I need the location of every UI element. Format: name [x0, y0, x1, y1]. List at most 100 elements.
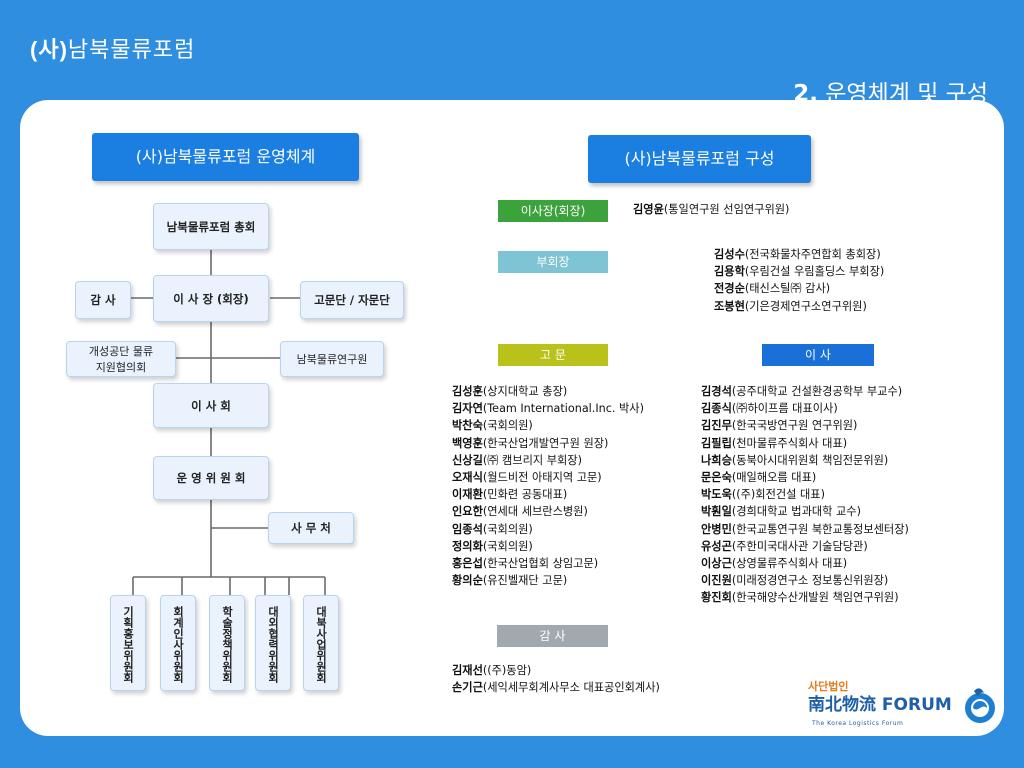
advisor-role: (㈜ 캠브리지 부회장) — [482, 453, 582, 467]
advisor-name: 백영훈 — [452, 436, 483, 450]
advisor-role: (상지대학교 총장) — [482, 385, 568, 398]
advisor-role: (한국산업개발연구원 원장) — [482, 436, 609, 450]
advisor-role: (국회의원) — [482, 419, 533, 433]
advisor-entry: 정의화(국회의원) — [452, 538, 644, 555]
auditor-name: 김재선 — [452, 664, 483, 677]
advisor-entry: 인요한(연세대 세브란스병원) — [452, 503, 644, 520]
sub-committee-1: 기획홍보위원회 — [110, 595, 146, 691]
director-name: 이진원 — [701, 574, 732, 588]
sub-committee-3: 학술정책위원회 — [209, 595, 245, 691]
director-entry: 문은숙(매일해오름 대표) — [701, 469, 909, 486]
advisor-name: 황의순 — [452, 574, 483, 588]
advisor-name: 박찬숙 — [452, 419, 483, 433]
vice-role: (전국화물차주연합회 총회장) — [744, 248, 881, 261]
chairman-role: (통일연구원 선임연구위원) — [663, 203, 790, 216]
vice-list: 김성수(전국화물차주연합회 총회장)김용학(우림건설 우림홀딩스 부회장)전경순… — [714, 246, 884, 315]
director-name: 황진회 — [701, 591, 732, 605]
director-name: 김경석 — [701, 385, 732, 398]
director-entry: 이상근(상영물류주식회사 대표) — [701, 555, 909, 572]
vice-role: (우림건설 우림홀딩스 부회장) — [744, 265, 885, 279]
advisor-entry: 김자연(Team International.Inc. 박사) — [452, 400, 644, 417]
logo-line2-forum: FORUM — [881, 695, 952, 715]
advisor-entry: 황의순(유진벨재단 고문) — [452, 572, 644, 589]
director-entry: 박훤일(경희대학교 법과대학 교수) — [701, 503, 909, 520]
advisor-name: 인요한 — [452, 505, 483, 519]
advisor-entry: 김성훈(상지대학교 총장) — [452, 383, 644, 400]
advisor-entry: 박찬숙(국회의원) — [452, 417, 644, 434]
auditor-list: 김재선((주)동암) 손기근(세익세무회계사무소 대표공인회계사) — [452, 662, 660, 696]
advisor-role: (국회의원) — [482, 522, 533, 536]
advisor-name: 홍은섭 — [452, 557, 483, 571]
logo-line3: The Korea Logistics Forum — [812, 720, 904, 727]
left-section-header: (사)남북물류포럼 운영체계 — [92, 133, 359, 181]
director-name: 박훤일 — [701, 505, 732, 519]
advisor-role: (국회의원) — [482, 539, 533, 553]
director-entry: 김필립(천마물류주식회사 대표) — [701, 435, 909, 452]
director-entry: 김진무(한국국방연구원 연구위원) — [701, 417, 909, 434]
chairman-box: 이 사 장 (회장) — [153, 275, 269, 322]
institute-box: 남북물류연구원 — [280, 341, 384, 377]
vice-entry: 조봉현(기은경제연구소연구위원) — [714, 298, 884, 315]
advisor-role: (유진벨재단 고문) — [482, 574, 568, 588]
director-name: 안병민 — [701, 522, 732, 536]
director-entry: 황진회(한국해양수산개발원 책임연구위원) — [701, 589, 909, 606]
vice-name: 조봉현 — [714, 299, 745, 313]
advisor-entry: 백영훈(한국산업개발연구원 원장) — [452, 435, 644, 452]
advisor-name: 임종석 — [452, 522, 483, 536]
advisor-entry: 이재환(민화련 공동대표) — [452, 486, 644, 503]
director-name: 박도욱 — [701, 488, 732, 502]
auditor-role: ((주)동암) — [482, 664, 532, 677]
director-name: 나희승 — [701, 453, 732, 467]
advisor-name: 이재환 — [452, 488, 483, 502]
vice-name: 김용학 — [714, 265, 745, 279]
advisor-name: 김성훈 — [452, 385, 483, 398]
forum-logo: 사단법인 南北物流 FORUM The Korea Logistics Foru… — [808, 678, 998, 738]
logo-line2-hanja: 南北物流 — [808, 695, 876, 715]
chairman-label: 이사장(회장) — [498, 200, 608, 222]
secretariat-box: 사 무 처 — [268, 512, 354, 544]
advisor-entry: 신상길(㈜ 캠브리지 부회장) — [452, 452, 644, 469]
advisor-role: (Team International.Inc. 박사) — [482, 402, 644, 416]
vice-role: (태신스틸㈜ 감사) — [744, 282, 831, 296]
org-prefix: (사) — [30, 37, 68, 62]
sub-committee-5-label: 대북사업위원회 — [314, 606, 328, 683]
director-name: 김필립 — [701, 436, 732, 450]
logo-line2: 南北物流 FORUM — [808, 690, 952, 715]
auditor-role: (세익세무회계사무소 대표공인회계사) — [482, 681, 660, 695]
council-box: 개성공단 물류 지원협의회 — [66, 341, 176, 377]
logo-emblem-icon — [965, 688, 995, 723]
director-entry: 김종식(㈜하이프름 대표이사) — [701, 400, 909, 417]
director-name: 김종식 — [701, 402, 732, 416]
director-role: (한국해양수산개발원 책임연구위원) — [731, 591, 899, 605]
director-role: (미래정경연구소 정보통신위원장) — [731, 574, 889, 588]
auditor-box: 감 사 — [75, 281, 131, 319]
vice-entry: 김용학(우림건설 우림홀딩스 부회장) — [714, 263, 884, 280]
director-entry: 김경석(공주대학교 건설환경공학부 부교수) — [701, 383, 909, 400]
right-section-header: (사)남북물류포럼 구성 — [588, 135, 811, 183]
committee-box: 운 영 위 원 회 — [153, 456, 269, 500]
director-list: 김경석(공주대학교 건설환경공학부 부교수)김종식(㈜하이프름 대표이사)김진무… — [701, 383, 909, 607]
sub-committee-5: 대북사업위원회 — [303, 595, 339, 691]
director-name: 이상근 — [701, 557, 732, 571]
auditor-name: 손기근 — [452, 681, 483, 695]
director-entry: 박도욱((주)회전건설 대표) — [701, 486, 909, 503]
director-name: 유성곤 — [701, 539, 732, 553]
page-org-title: (사)남북물류포럼 — [30, 32, 195, 64]
advisor-name: 신상길 — [452, 453, 483, 467]
advisory-box: 고문단 / 자문단 — [300, 281, 404, 319]
vice-label: 부회장 — [498, 251, 608, 273]
advisor-role: (월드비전 아태지역 고문) — [482, 471, 602, 485]
sub-committee-2: 회계인사위원회 — [160, 595, 196, 691]
advisor-name: 정의화 — [452, 539, 483, 553]
director-name: 김진무 — [701, 419, 732, 433]
director-role: (매일해오름 대표) — [731, 471, 817, 485]
director-entry: 나희승(동북아시대위원회 책임전문위원) — [701, 452, 909, 469]
sub-committee-1-label: 기획홍보위원회 — [121, 606, 135, 683]
advisor-name: 오재식 — [452, 471, 483, 485]
vice-entry: 김성수(전국화물차주연합회 총회장) — [714, 246, 884, 263]
director-role: ((주)회전건설 대표) — [731, 488, 825, 502]
director-label: 이 사 — [762, 344, 874, 366]
board-box: 이 사 회 — [153, 383, 269, 428]
vice-name: 전경순 — [714, 282, 745, 296]
